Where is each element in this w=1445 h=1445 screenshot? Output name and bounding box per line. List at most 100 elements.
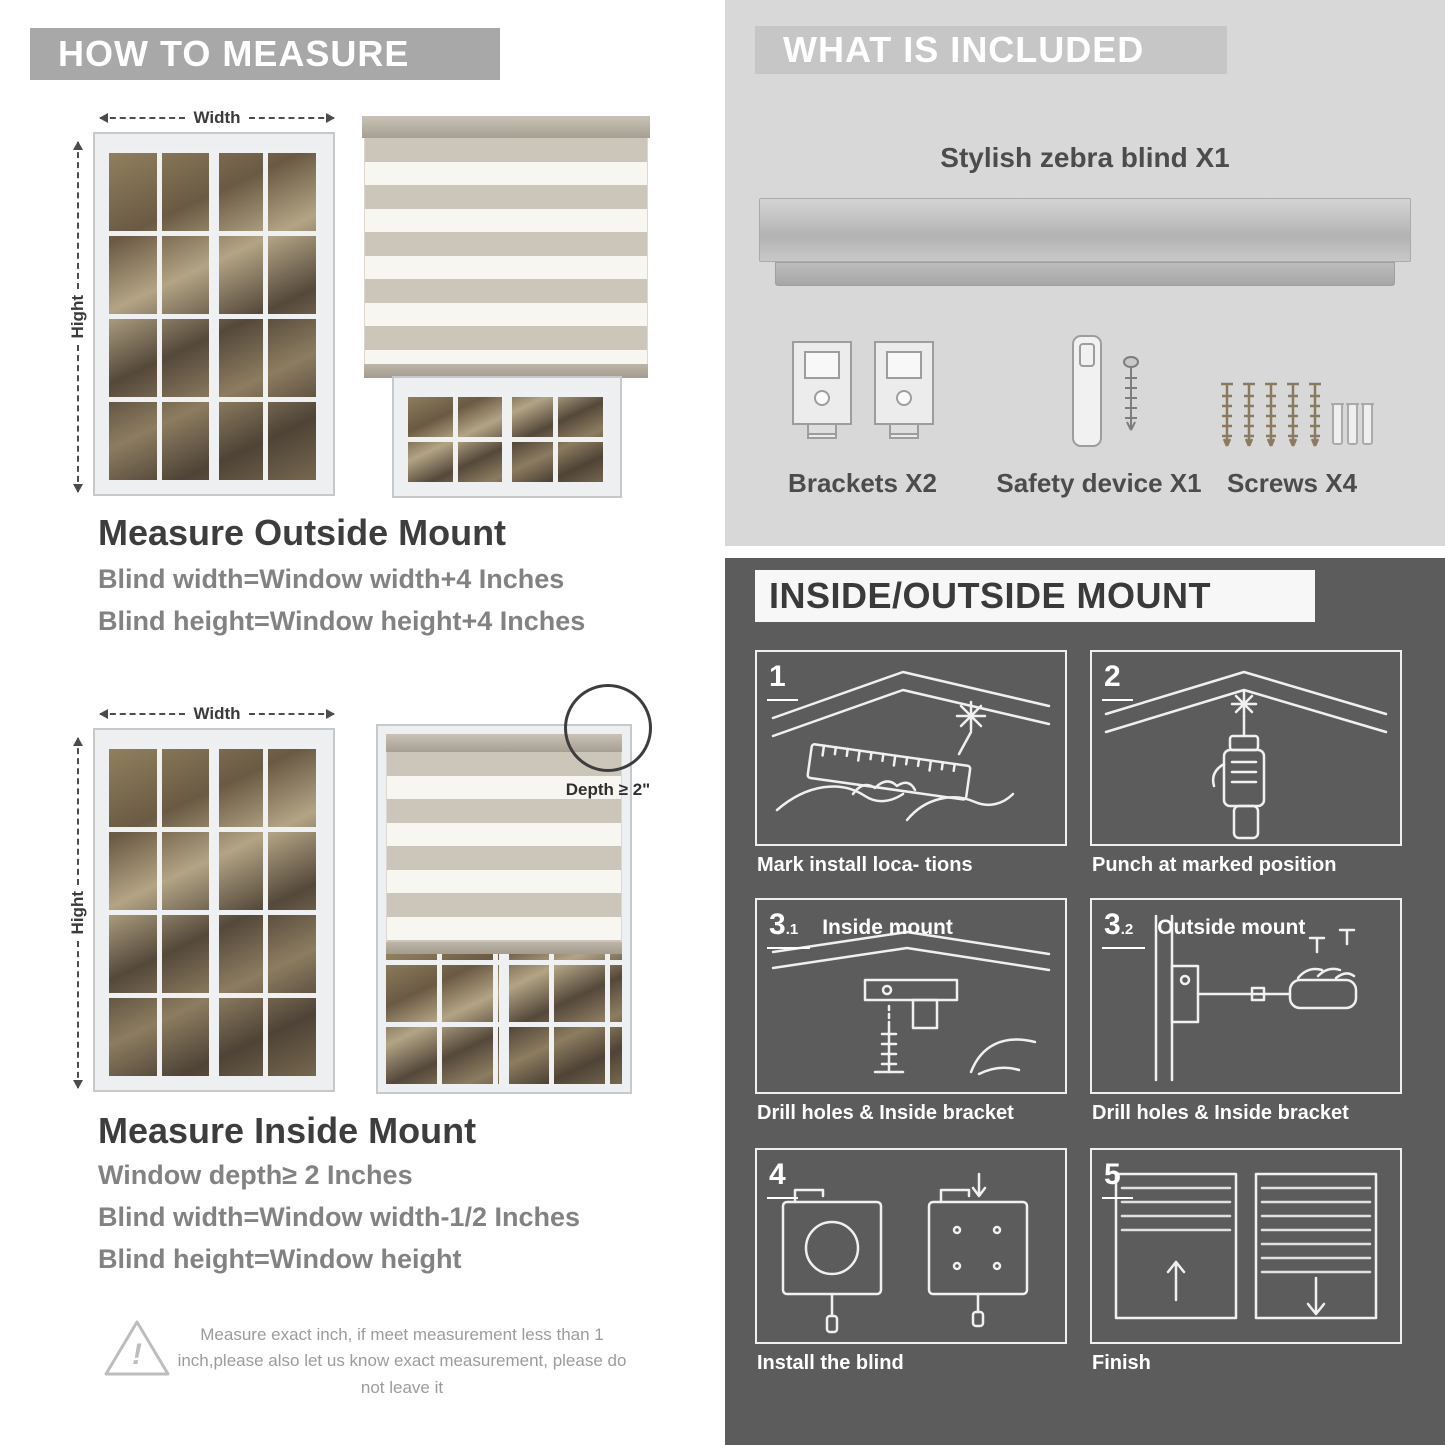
height-arrow-line-top — [73, 140, 83, 290]
step-caption-5: Finish — [1092, 1352, 1151, 1374]
step-panel-2: 2 — [1090, 650, 1402, 846]
blind-headrail — [362, 116, 650, 138]
blind-headrail — [386, 734, 622, 752]
how-to-measure-title: HOW TO MEASURE — [58, 33, 410, 74]
inside-bracket-illustration — [771, 930, 1051, 1076]
window-panes — [109, 148, 319, 480]
step-number: 1 — [767, 660, 798, 701]
step-number: 2 — [1102, 660, 1133, 701]
step-header: 4 — [767, 1158, 810, 1199]
mount-title: INSIDE/OUTSIDE MOUNT — [769, 575, 1212, 616]
warning-text: Measure exact inch, if meet measurement … — [177, 1325, 627, 1397]
screws-label: Screws X4 — [1226, 468, 1358, 498]
step-caption-3-2: Drill holes & Inside bracket — [1092, 1102, 1349, 1124]
mark-locations-illustration — [771, 670, 1051, 822]
screw-icon — [1287, 382, 1299, 447]
depth-requirement-label: Depth ≥ 2" — [565, 780, 651, 799]
step-title: Inside mount — [822, 916, 953, 939]
bracket-icon — [792, 341, 852, 439]
screw-icon — [1265, 382, 1277, 447]
width-arrow-line-left — [98, 113, 186, 123]
step-number: 3.2 — [1102, 908, 1146, 949]
step-panel-1: 1 — [755, 650, 1067, 846]
depth-detail-circle — [564, 684, 652, 772]
window-panes — [386, 954, 622, 1084]
height-arrow-inside: Hight — [66, 736, 90, 1090]
inside-mount-width-rule: Blind width=Window width-1/2 Inches — [98, 1202, 581, 1232]
blind-illustration-outside — [362, 116, 650, 498]
step-number-sub: .1 — [785, 921, 799, 938]
step-caption-1: Mark install loca- tions — [757, 854, 973, 876]
height-arrow-label: Hight — [68, 295, 87, 339]
how-to-measure-section: HOW TO MEASURE Width Hight Measure Outsi… — [0, 0, 710, 1445]
screw-icon — [1123, 356, 1139, 431]
width-arrow-outside: Width — [98, 106, 336, 130]
brackets-illustration — [792, 341, 934, 439]
height-arrow-line-top — [73, 736, 83, 886]
window-panes — [408, 392, 606, 482]
blind-fabric-stripes — [386, 752, 622, 942]
blind-illustration-inside: Depth ≥ 2" — [376, 684, 652, 1094]
step-number: 4 — [767, 1158, 798, 1199]
width-arrow-line-right — [248, 709, 336, 719]
outside-mount-width-rule: Blind width=Window width+4 Inches — [98, 564, 565, 594]
install-blind-illustration — [781, 1172, 1029, 1334]
outside-mount-heading: Measure Outside Mount — [98, 512, 507, 553]
window-illustration-outside — [93, 132, 335, 496]
step-number-text: 2 — [1104, 660, 1121, 693]
what-is-included-section: WHAT IS INCLUDED Stylish zebra blind X1 — [725, 0, 1445, 546]
drill-position-illustration — [1104, 670, 1388, 840]
anchor-icon — [1331, 403, 1374, 445]
step-panel-3-1: 3.1 Inside mount — [755, 898, 1067, 1094]
blind-bottomrail-illustration — [775, 262, 1395, 286]
how-to-measure-banner: HOW TO MEASURE — [30, 28, 500, 80]
screw-icon — [1221, 382, 1233, 447]
step-header: 5 — [1102, 1158, 1145, 1199]
blind-bottom-rail — [386, 942, 622, 954]
step-number: 3.1 — [767, 908, 811, 949]
step-title: Outside mount — [1157, 916, 1306, 939]
screw-icon — [1243, 382, 1255, 447]
inside-mount-depth-rule: Window depth≥ 2 Inches — [98, 1160, 413, 1190]
screw-icon — [1309, 382, 1321, 447]
step-number: 5 — [1102, 1158, 1133, 1199]
width-arrow-inside: Width — [98, 702, 336, 726]
width-arrow-label: Width — [193, 704, 241, 723]
step-panel-5: 5 — [1090, 1148, 1402, 1344]
outside-mount-height-rule: Blind height=Window height+4 Inches — [98, 606, 586, 636]
step-number-text: 4 — [769, 1158, 786, 1191]
window-below-blind — [392, 376, 622, 498]
bracket-icon — [874, 341, 934, 439]
safety-device-illustration — [1072, 335, 1139, 447]
step-header: 3.1 Inside mount — [767, 908, 953, 949]
inside-mount-heading: Measure Inside Mount — [98, 1110, 477, 1151]
step-header: 3.2 Outside mount — [1102, 908, 1305, 949]
blind-bottom-rail — [364, 364, 648, 378]
step-number-text: 1 — [769, 660, 786, 693]
step-number-text: 3 — [769, 908, 786, 941]
step-number-text: 3 — [1104, 908, 1121, 941]
what-is-included-title: WHAT IS INCLUDED — [783, 29, 1145, 70]
height-arrow-line-bottom — [73, 344, 83, 494]
window-panes — [109, 744, 319, 1076]
what-is-included-banner: WHAT IS INCLUDED — [755, 26, 1227, 74]
safety-device-label: Safety device X1 — [996, 468, 1202, 498]
mount-instructions-section: INSIDE/OUTSIDE MOUNT 1 Mark install — [725, 558, 1445, 1445]
step-caption-4: Install the blind — [757, 1352, 904, 1374]
height-arrow-label: Hight — [68, 891, 87, 935]
blind-headrail-illustration — [759, 198, 1411, 262]
screws-illustration — [1221, 382, 1374, 447]
step-header: 1 — [767, 660, 810, 701]
width-arrow-line-right — [248, 113, 336, 123]
finish-illustration — [1114, 1172, 1378, 1320]
step-number-sub: .2 — [1120, 921, 1134, 938]
step-panel-3-2: 3.2 Outside mount — [1090, 898, 1402, 1094]
width-arrow-line-left — [98, 709, 186, 719]
mount-banner: INSIDE/OUTSIDE MOUNT — [755, 570, 1315, 622]
brackets-label: Brackets X2 — [788, 468, 937, 498]
step-header: 2 — [1102, 660, 1145, 701]
inside-mount-height-rule: Blind height=Window height — [98, 1244, 462, 1274]
step-panel-4: 4 — [755, 1148, 1067, 1344]
step-caption-3-1: Drill holes & Inside bracket — [757, 1102, 1014, 1124]
